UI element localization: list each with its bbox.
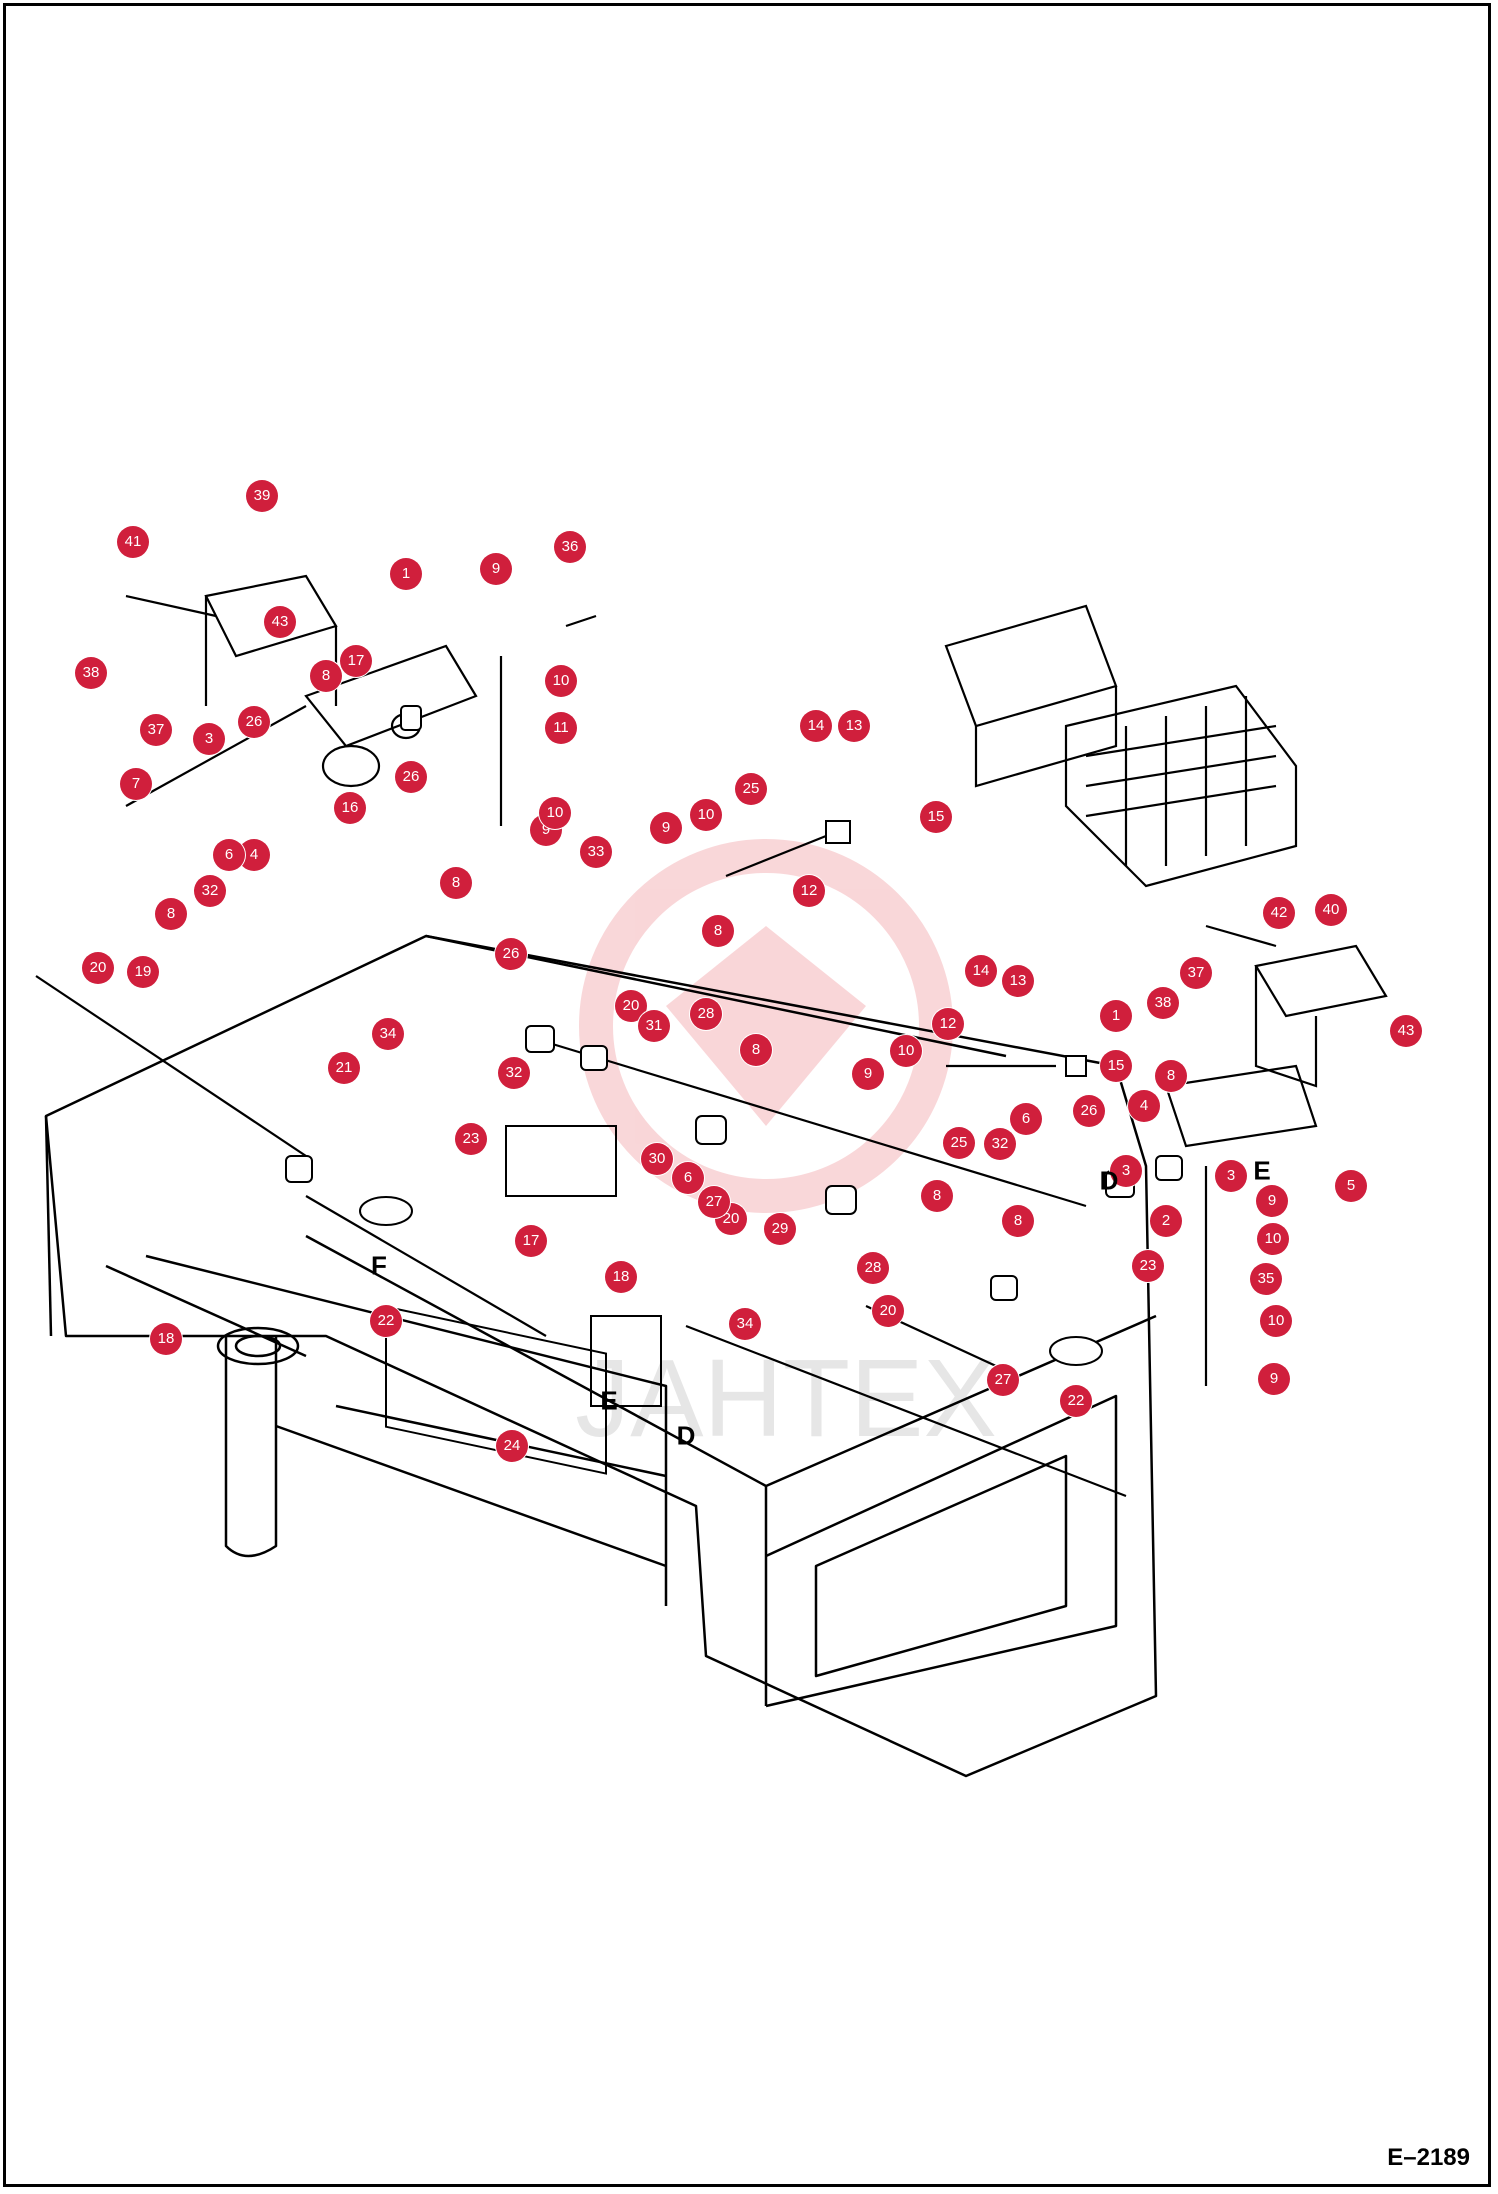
callout-8-1: 8 [310,660,342,692]
callout-24-1: 24 [496,1430,528,1462]
callout-36-1: 36 [554,531,586,563]
callout-23-2: 23 [1132,1250,1164,1282]
callout-8-4: 8 [702,915,734,947]
callout-33-1: 33 [580,836,612,868]
view-ref-f-1: F [371,1250,387,1281]
callout-9-6: 9 [1258,1363,1290,1395]
view-ref-e-2: E [600,1385,618,1416]
callout-3-3: 3 [1215,1160,1247,1192]
callout-43-1: 43 [264,606,296,638]
callout-21-1: 21 [328,1052,360,1084]
callout-12-2: 12 [932,1008,964,1040]
callout-32-3: 32 [984,1128,1016,1160]
callout-12-1: 12 [793,875,825,907]
callout-22-2: 22 [1060,1385,1092,1417]
callout-38-1: 38 [75,657,107,689]
callout-29-1: 29 [764,1213,796,1245]
exploded-parts-drawing: JAHTEX [35,574,1388,1778]
callout-6-1: 6 [213,839,245,871]
callout-11-1: 11 [545,712,577,744]
callout-8-2: 8 [155,898,187,930]
callout-25-1: 25 [735,773,767,805]
diagram-frame: JAHTEX [3,3,1491,2187]
callout-10-3: 10 [690,799,722,831]
callout-41-1: 41 [117,526,149,558]
callout-9-5: 9 [1256,1185,1288,1217]
callout-28-1: 28 [690,998,722,1030]
callout-5-1: 5 [1335,1170,1367,1202]
callout-34-1: 34 [372,1018,404,1050]
callout-27-2: 27 [987,1364,1019,1396]
watermark-text: JAHTEX [575,1337,997,1460]
figure-code: E–2189 [1387,2144,1470,2171]
callout-1-1: 1 [390,558,422,590]
callout-6-3: 6 [1010,1103,1042,1135]
callout-15-2: 15 [1100,1050,1132,1082]
callout-17-1: 17 [340,645,372,677]
callout-8-8: 8 [1155,1060,1187,1092]
callout-34-2: 34 [729,1308,761,1340]
callout-4-2: 4 [1128,1090,1160,1122]
callout-8-3: 8 [440,867,472,899]
callout-13-1: 13 [838,710,870,742]
callout-38-2: 38 [1147,987,1179,1019]
callout-30-1: 30 [641,1143,673,1175]
callout-17-2: 17 [515,1225,547,1257]
callout-43-2: 43 [1390,1015,1422,1047]
callout-25-2: 25 [943,1127,975,1159]
callout-10-4: 10 [890,1035,922,1067]
callout-26-2: 26 [395,761,427,793]
callout-2-1: 2 [1150,1205,1182,1237]
callout-8-6: 8 [921,1180,953,1212]
callout-19-1: 19 [127,956,159,988]
callout-3-1: 3 [193,723,225,755]
callout-13-2: 13 [1002,965,1034,997]
callout-18-2: 18 [150,1323,182,1355]
view-ref-e-1: E [1253,1155,1271,1186]
callout-15-1: 15 [920,801,952,833]
callout-10-1: 10 [545,665,577,697]
callout-37-1: 37 [140,714,172,746]
callout-16-1: 16 [334,792,366,824]
callout-9-4: 9 [852,1058,884,1090]
callout-26-4: 26 [1073,1095,1105,1127]
callout-32-1: 32 [194,875,226,907]
view-ref-d-2: D [676,1420,696,1451]
callout-20-1: 20 [82,952,114,984]
callout-9-3: 9 [650,812,682,844]
callout-27-1: 27 [698,1186,730,1218]
callout-26-3: 26 [495,938,527,970]
callout-8-7: 8 [1002,1205,1034,1237]
callout-22-1: 22 [370,1305,402,1337]
callout-8-5: 8 [740,1034,772,1066]
callout-7-1: 7 [120,768,152,800]
callout-20-4: 20 [872,1295,904,1327]
callout-10-2: 10 [539,797,571,829]
callout-26-1: 26 [238,706,270,738]
control-valve [944,604,1298,888]
callout-14-1: 14 [800,710,832,742]
callout-23-1: 23 [455,1123,487,1155]
callout-31-1: 31 [638,1010,670,1042]
view-ref-d-1: D [1099,1165,1119,1196]
callout-20-2: 20 [615,990,647,1022]
callout-10-5: 10 [1257,1223,1289,1255]
callout-39-1: 39 [246,480,278,512]
callout-40-1: 40 [1315,894,1347,926]
callout-6-2: 6 [672,1162,704,1194]
callout-28-2: 28 [857,1252,889,1284]
callout-9-1: 9 [480,553,512,585]
callout-10-6: 10 [1260,1305,1292,1337]
callout-37-2: 37 [1180,957,1212,989]
callout-18-1: 18 [605,1261,637,1293]
callout-35-1: 35 [1250,1263,1282,1295]
callout-3-2: 3 [1110,1155,1142,1187]
callout-42-1: 42 [1263,897,1295,929]
callout-1-2: 1 [1100,1000,1132,1032]
callout-32-2: 32 [498,1057,530,1089]
callout-14-2: 14 [965,955,997,987]
